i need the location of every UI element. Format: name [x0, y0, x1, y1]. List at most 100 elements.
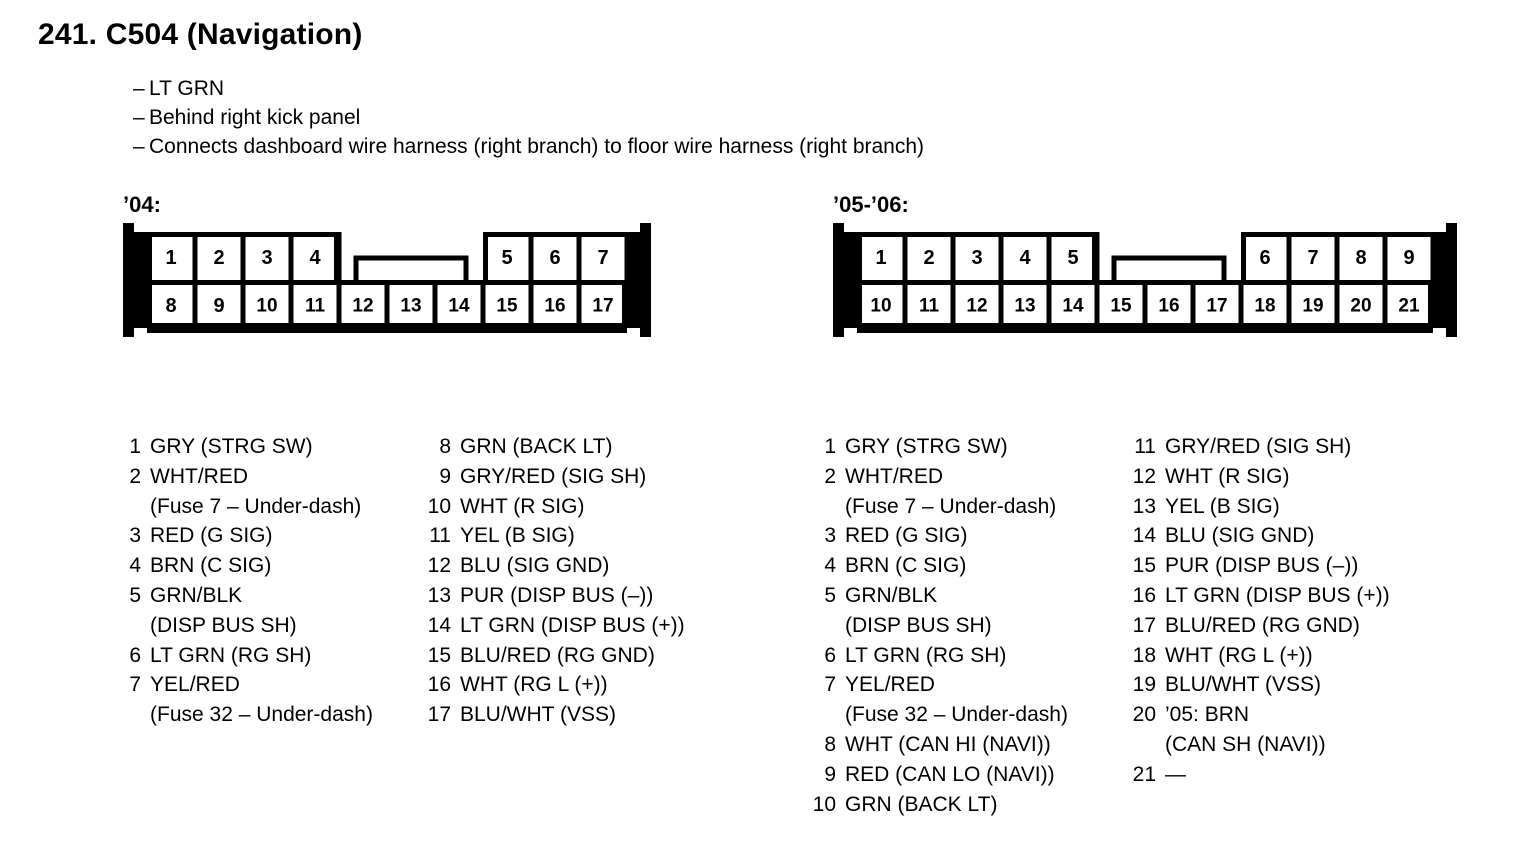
- pin-number: 7: [824, 673, 836, 697]
- pin-description: LT GRN (RG SH): [150, 643, 312, 667]
- pin-description: RED (G SIG): [150, 524, 273, 548]
- pin-number: 14: [1132, 524, 1156, 548]
- pin-description: GRN (BACK LT): [460, 435, 613, 458]
- pin-number: 11: [1134, 435, 1156, 458]
- pin-cell-label: 1: [875, 247, 886, 269]
- pin-number: 4: [824, 554, 836, 578]
- pin-row: 9 GRY/RED (SIG SH): [420, 462, 740, 492]
- pin-cell-label: 8: [1355, 247, 1366, 269]
- pin-number: 7: [129, 673, 141, 697]
- pin-description: GRN/BLK: [845, 583, 938, 607]
- pin-description: GRY/RED (SIG SH): [1165, 435, 1352, 458]
- pin-description: BRN (C SIG): [845, 554, 967, 578]
- pin-description: GRY (STRG SW): [845, 435, 1008, 458]
- pin-row: 6 LT GRN (RG SH): [110, 641, 420, 671]
- pin-number: 1: [129, 435, 141, 458]
- pin-description: —: [1165, 762, 1186, 786]
- pin-number: 9: [439, 464, 451, 488]
- pin-number: 8: [439, 435, 451, 458]
- pin-row: 15 BLU/RED (RG GND): [420, 641, 740, 671]
- pin-description: WHT (RG L (+)): [1165, 643, 1313, 667]
- pin-description-continued: (CAN SH (NAVI)): [1165, 732, 1326, 756]
- pin-cell-label: 3: [971, 247, 982, 269]
- pin-description: GRY/RED (SIG SH): [460, 464, 647, 488]
- pin-description: GRN (BACK LT): [845, 792, 998, 816]
- pin-row: 11 GRY/RED (SIG SH): [1125, 432, 1455, 462]
- pin-description: PUR (DISP BUS (–)): [460, 583, 654, 607]
- pin-description-continued: (Fuse 7 – Under-dash): [845, 494, 1057, 518]
- pin-cell-label: 8: [165, 295, 176, 317]
- pin-cell-label: 13: [400, 296, 421, 317]
- pin-description: RED (G SIG): [845, 524, 968, 548]
- pin-number: 16: [427, 673, 451, 697]
- pin-description: WHT (R SIG): [460, 494, 585, 518]
- pin-cell-label: 14: [1062, 296, 1084, 317]
- pin-description: WHT (R SIG): [1165, 464, 1290, 488]
- note-dash: –: [133, 106, 145, 129]
- pin-number: 15: [1132, 554, 1156, 578]
- pin-description: WHT/RED: [150, 464, 248, 488]
- pin-description: ’05: BRN: [1165, 703, 1250, 727]
- pin-number: 2: [129, 464, 141, 488]
- pin-number: 10: [427, 494, 451, 518]
- pin-number: 12: [427, 554, 451, 578]
- pin-description: WHT (RG L (+)): [460, 673, 608, 697]
- pin-cell-label: 9: [213, 295, 224, 317]
- pin-number: 17: [1132, 613, 1156, 637]
- variant-label-04: ’04:: [123, 192, 161, 217]
- pin-cell-label: 17: [1206, 296, 1227, 317]
- notes-list: –LT GRN –Behind right kick panel –Connec…: [133, 74, 924, 161]
- pin-cell-label: 12: [966, 296, 987, 317]
- pin-description-continued: (Fuse 7 – Under-dash): [150, 494, 362, 518]
- pin-row: 21—: [1125, 760, 1455, 790]
- pin-number: 13: [427, 583, 451, 607]
- pin-number: 1: [824, 435, 836, 458]
- note-dash: –: [133, 135, 145, 158]
- pin-description: BLU (SIG GND): [460, 554, 610, 578]
- pin-row: 20’05: BRN: [1125, 700, 1455, 730]
- pin-description: RED (CAN LO (NAVI)): [845, 762, 1055, 786]
- pin-description: BLU/RED (RG GND): [460, 643, 655, 667]
- pin-cell-label: 12: [352, 296, 373, 317]
- pin-description-continued: (DISP BUS SH): [150, 613, 297, 637]
- pin-cell-label: 2: [923, 247, 934, 269]
- note-text: Behind right kick panel: [149, 106, 361, 129]
- pin-cell-label: 4: [309, 247, 321, 269]
- pin-cell-label: 15: [496, 296, 518, 317]
- pin-description: YEL/RED: [845, 673, 935, 697]
- pin-number: 15: [427, 643, 451, 667]
- pin-cell-label: 6: [549, 247, 560, 269]
- pin-cell-label: 5: [1067, 247, 1078, 269]
- pin-description: LT GRN (RG SH): [845, 643, 1007, 667]
- pin-number: 6: [129, 643, 141, 667]
- pin-row: 13 PUR (DISP BUS (–)): [420, 581, 740, 611]
- pin-cell-label: 4: [1019, 247, 1031, 269]
- pin-description: YEL (B SIG): [1165, 494, 1280, 518]
- pin-number: 14: [427, 613, 451, 637]
- pin-description: BRN (C SIG): [150, 554, 272, 578]
- pin-cell-label: 5: [501, 247, 512, 269]
- pin-cell-label: 3: [261, 247, 272, 269]
- pin-cell-label: 21: [1398, 296, 1420, 317]
- pin-row: 4 BRN (C SIG): [805, 551, 1125, 581]
- pin-cell-label: 9: [1403, 247, 1414, 269]
- note-line: –Connects dashboard wire harness (right …: [133, 132, 924, 161]
- page-title: 241. C504 (Navigation): [38, 18, 363, 51]
